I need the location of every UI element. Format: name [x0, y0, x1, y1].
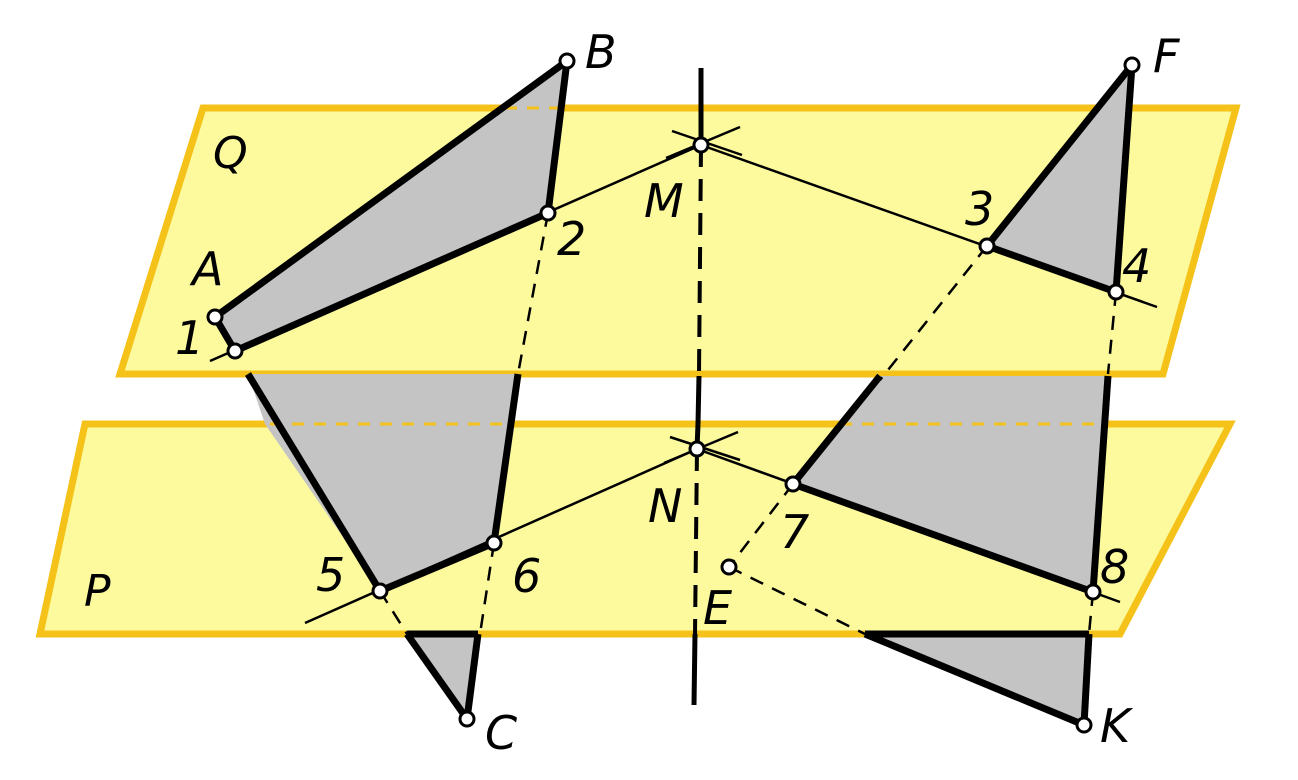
point-b — [558, 52, 576, 70]
section-fill-left-lower — [265, 424, 514, 591]
point-a — [206, 308, 224, 326]
label-8: 8 — [1100, 540, 1129, 594]
point-2 — [539, 204, 557, 222]
point-5 — [371, 582, 389, 600]
point-7 — [784, 475, 802, 493]
point-6 — [485, 534, 503, 552]
label-7: 7 — [780, 505, 809, 559]
point-8 — [1084, 583, 1102, 601]
label-c: C — [485, 706, 517, 760]
point-1 — [226, 342, 244, 360]
section-fill-right-gap — [843, 376, 1108, 424]
label-4: 4 — [1122, 239, 1151, 293]
label-f: F — [1153, 29, 1180, 83]
label-1: 1 — [175, 311, 204, 365]
section-fill-right-upper — [987, 65, 1132, 292]
label-b: B — [585, 25, 617, 79]
plane-q — [115, 104, 1241, 378]
point-3 — [978, 237, 996, 255]
label-k: K — [1100, 699, 1134, 753]
plane-p-label: P — [84, 566, 111, 617]
label-e: E — [703, 581, 732, 635]
point-c — [458, 710, 476, 728]
point-markers — [206, 52, 1141, 734]
label-6: 6 — [512, 549, 541, 603]
point-n — [688, 440, 706, 458]
point-4 — [1107, 283, 1125, 301]
plane-q-label: Q — [213, 128, 248, 179]
label-a: A — [189, 242, 223, 296]
label-5: 5 — [316, 548, 345, 602]
label-2: 2 — [557, 212, 586, 266]
point-m — [692, 136, 710, 154]
point-k — [1075, 716, 1093, 734]
section-fill-left-gap — [248, 374, 520, 424]
axis-mn — [691, 68, 704, 706]
label-m: M — [644, 174, 684, 228]
label-n: N — [648, 479, 682, 533]
point-e — [720, 558, 738, 576]
label-3: 3 — [965, 182, 994, 236]
section-fill-left-upper — [215, 61, 567, 351]
section-fill-right-lower — [793, 375, 1107, 592]
point-f — [1123, 56, 1141, 74]
visible-edges — [211, 58, 1136, 729]
